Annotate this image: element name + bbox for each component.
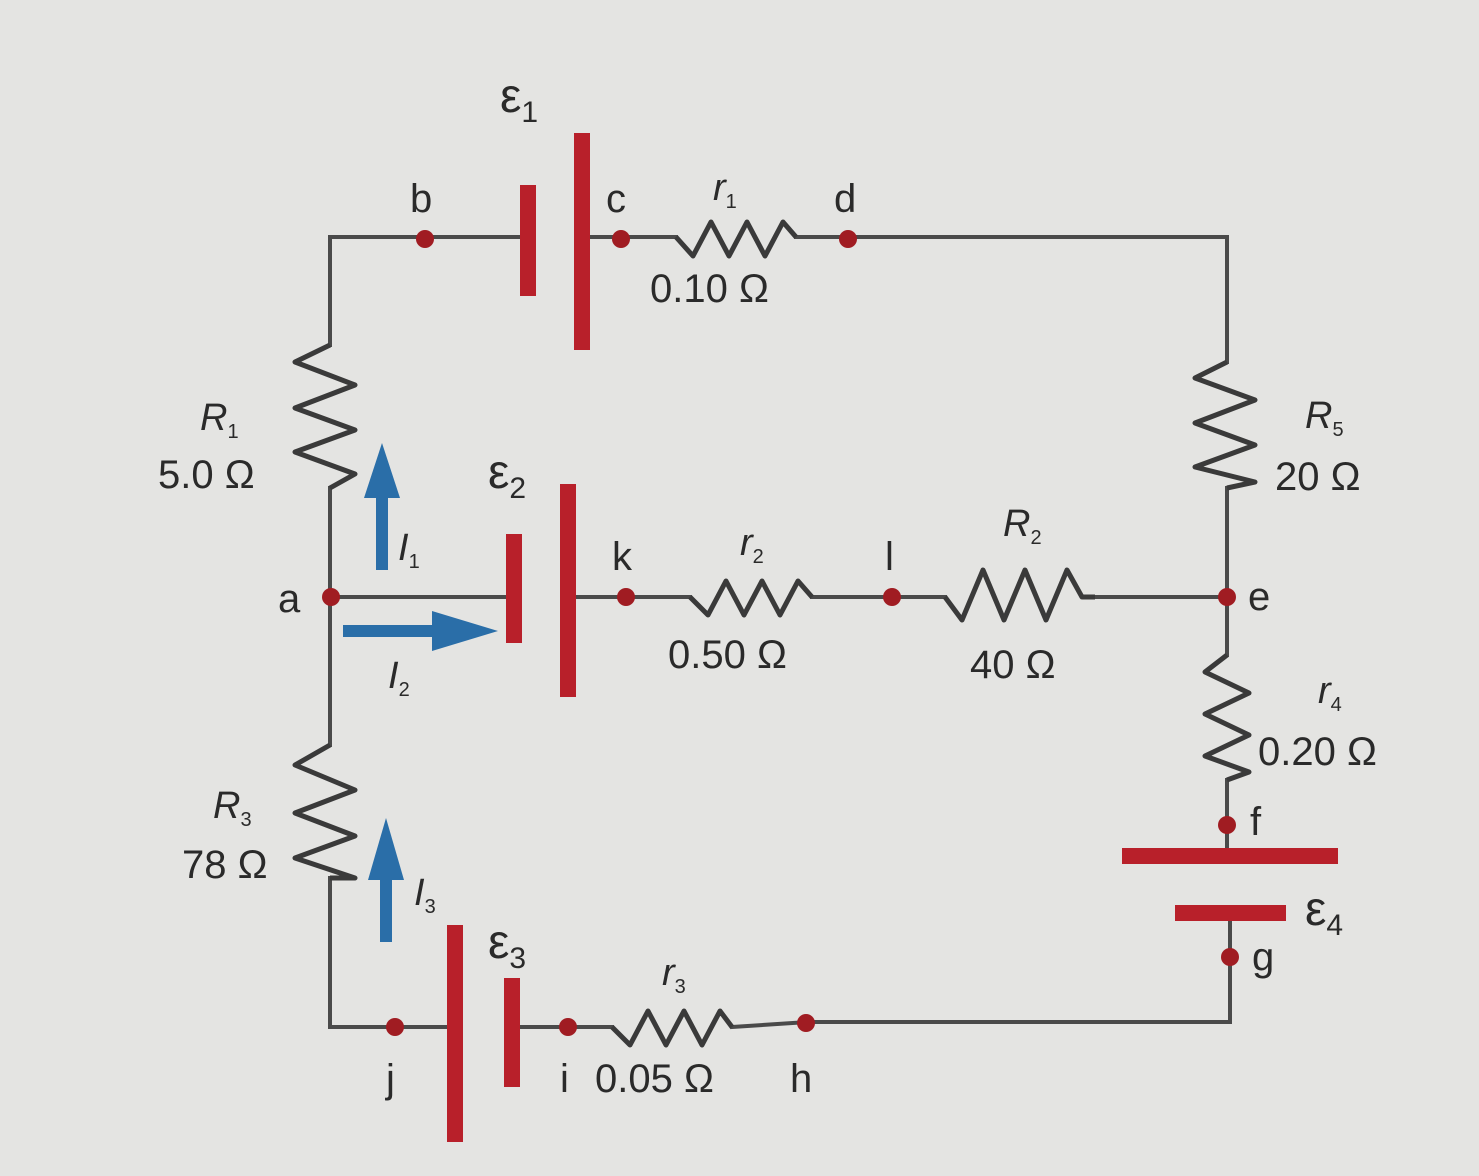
resistor-name-r2: r2 [740, 522, 764, 568]
node-label-g: g [1252, 935, 1274, 979]
resistor-value-R1: 5.0 Ω [158, 453, 255, 497]
current-label-I3: I3 [414, 872, 436, 918]
resistor-name-r4: r4 [1318, 670, 1342, 716]
resistor-name-r1: r1 [713, 167, 737, 213]
resistor-r4-zigzag [1202, 653, 1252, 783]
resistor-value-R2: 40 Ω [970, 643, 1056, 687]
node-j [386, 1018, 404, 1036]
node-label-h: h [790, 1057, 812, 1101]
resistor-r2-zigzag [688, 578, 814, 618]
node-label-l: l [885, 535, 894, 579]
resistor-R5-zigzag [1192, 359, 1258, 491]
nodes [322, 230, 1239, 1036]
node-k [617, 588, 635, 606]
emf-label-4: ε4 [1305, 883, 1343, 942]
node-label-c: c [606, 177, 626, 221]
current-I3-arrow [368, 818, 404, 942]
emf-label-1: ε1 [500, 70, 538, 129]
node-a [322, 588, 340, 606]
current-I1-arrow [364, 443, 400, 570]
node-i [559, 1018, 577, 1036]
resistor-name-R5: R5 [1305, 395, 1344, 441]
node-label-d: d [834, 177, 856, 221]
node-l [883, 588, 901, 606]
node-f [1218, 816, 1236, 834]
node-label-b: b [410, 177, 432, 221]
wire-top-left [328, 235, 527, 347]
current-labels: I1 I2 I3 [388, 527, 436, 918]
node-label-f: f [1250, 800, 1262, 844]
node-h [797, 1014, 815, 1032]
node-label-a: a [278, 577, 301, 621]
current-label-I1: I1 [398, 527, 420, 573]
wire-r1-top-right [794, 235, 1229, 364]
resistor-name-R3: R3 [213, 785, 252, 831]
resistor-value-R3: 78 Ω [182, 843, 268, 887]
current-I2-arrow [343, 611, 498, 651]
resistor-r1-zigzag [674, 219, 798, 259]
node-e [1218, 588, 1236, 606]
node-g [1221, 948, 1239, 966]
node-label-j: j [385, 1057, 395, 1101]
resistor-r3-zigzag [610, 1008, 734, 1048]
resistor-R1-zigzag [292, 342, 358, 491]
node-c [612, 230, 630, 248]
resistor-name-labels: R1 R3 R5 R2 r1 r2 r3 r4 [200, 167, 1344, 998]
resistor-value-r4: 0.20 Ω [1258, 730, 1377, 774]
resistor-value-R5: 20 Ω [1275, 455, 1361, 499]
resistors [292, 219, 1258, 1048]
emf-label-2: ε2 [488, 446, 526, 505]
node-labels: a b c d e f g h i j k l [278, 177, 1274, 1101]
node-d [839, 230, 857, 248]
node-b [416, 230, 434, 248]
emf-label-3: ε3 [488, 916, 526, 975]
resistor-value-r3: 0.05 Ω [595, 1057, 714, 1101]
current-label-I2: I2 [388, 655, 410, 701]
resistor-R3-zigzag [292, 742, 358, 881]
resistor-name-r3: r3 [662, 952, 686, 998]
resistor-value-labels: 5.0 Ω 78 Ω 20 Ω 40 Ω 0.10 Ω 0.50 Ω 0.05 … [158, 267, 1377, 1101]
current-arrows [343, 443, 498, 942]
resistor-R2-zigzag [942, 567, 1095, 623]
emf-labels: ε1 ε2 ε3 ε4 [488, 70, 1343, 975]
node-label-k: k [612, 535, 633, 579]
node-label-i: i [560, 1057, 569, 1101]
resistor-name-R2: R2 [1003, 503, 1042, 549]
resistor-value-r1: 0.10 Ω [650, 267, 769, 311]
resistor-value-r2: 0.50 Ω [668, 633, 787, 677]
batteries [447, 133, 1338, 1142]
node-label-e: e [1248, 575, 1270, 619]
wire-r3-to-j [328, 876, 452, 1029]
resistor-name-R1: R1 [200, 397, 239, 443]
